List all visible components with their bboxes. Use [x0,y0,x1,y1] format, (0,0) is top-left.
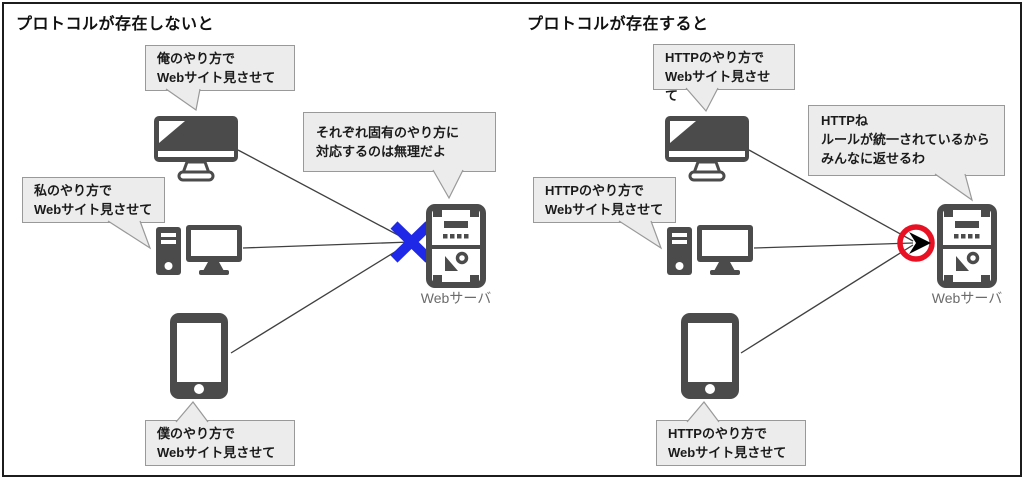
desktop-pc-icon [155,224,243,281]
panel-title: プロトコルが存在しないと [16,16,215,33]
speech-bubble-pc: HTTPのやり方で Webサイト見させて [533,177,676,223]
smartphone-icon [169,312,229,405]
web-server-icon [937,204,997,293]
speech-bubble-phone: 僕のやり方で Webサイト見させて [145,420,295,466]
speech-bubble-phone: HTTPのやり方で Webサイト見させて [656,420,806,466]
speech-bubble-server-reply: それぞれ固有のやり方に 対応するのは無理だよ [303,112,496,172]
smartphone-icon [680,312,740,405]
server-label: Webサーバ [931,290,1003,306]
speech-bubble-desktop: 俺のやり方で Webサイト見させて [145,45,295,91]
speech-bubble-desktop: HTTPのやり方で Webサイト見させて [653,44,795,103]
desktop-monitor-icon [152,114,240,187]
web-server-icon [426,204,486,293]
desktop-monitor-icon [663,114,751,187]
panel-title: プロトコルが存在すると [527,16,709,33]
desktop-pc-icon [666,224,754,281]
server-label: Webサーバ [420,290,492,306]
speech-bubble-server-reply: HTTPね ルールが統一されているから みんなに返せるわ [808,105,1005,176]
speech-bubble-pc: 私のやり方で Webサイト見させて [22,177,165,223]
